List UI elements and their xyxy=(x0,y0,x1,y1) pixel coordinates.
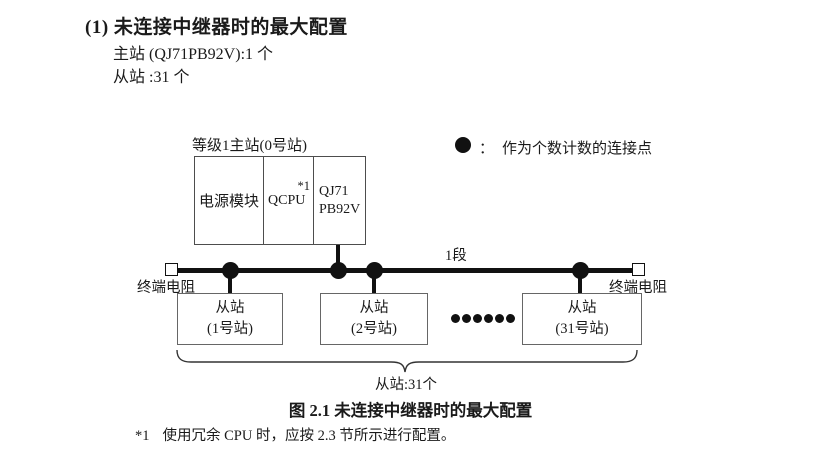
legend-label: 作为个数计数的连接点 xyxy=(502,141,653,157)
connection-point-dot xyxy=(330,262,347,279)
qcpu-cell: *1 QCPU xyxy=(263,157,314,244)
module-name-line2: PB92V xyxy=(319,201,361,217)
legend-text: ： 作为个数计数的连接点 xyxy=(479,137,652,158)
drop-line-slave1 xyxy=(228,272,232,294)
footnote: *1 使用冗余 CPU 时，应按 2.3 节所示进行配置。 xyxy=(135,424,455,445)
drop-line-master xyxy=(336,245,340,270)
slave-2-name: 从站 xyxy=(359,299,389,316)
figure-caption: 图 2.1 未连接中继器时的最大配置 xyxy=(288,401,533,420)
connection-point-dot xyxy=(366,262,383,279)
slave-station-2-box: 从站 (2号站) xyxy=(320,293,428,345)
terminating-resistor-left-label: 终端电阻 xyxy=(137,280,195,296)
qcpu-label: QCPU xyxy=(268,193,306,208)
terminating-resistor-left-square xyxy=(165,263,178,276)
master-station-box: 电源模块 *1 QCPU QJ71 PB92V xyxy=(194,156,366,245)
slave-group-brace xyxy=(176,349,638,373)
footnote-ref: *1 xyxy=(297,179,311,193)
module-name-line1: QJ71 xyxy=(319,184,349,199)
bus-line xyxy=(178,268,634,273)
slave-1-name: 从站 xyxy=(215,299,245,316)
master-count-text: 主站 (QJ71PB92V):1 个 xyxy=(113,46,274,63)
slave-group-count-label: 从站:31个 xyxy=(374,377,438,393)
slave-31-number: (31号站) xyxy=(555,321,609,337)
slave-1-number: (1号站) xyxy=(207,321,253,337)
power-module-cell: 电源模块 xyxy=(198,194,259,210)
ellipsis-dots xyxy=(451,314,515,323)
terminating-resistor-right-label: 终端电阻 xyxy=(609,280,667,296)
connection-point-legend-icon xyxy=(455,137,471,153)
terminating-resistor-right-square xyxy=(632,263,645,276)
slave-2-number: (2号站) xyxy=(351,321,397,337)
segment-label: 1段 xyxy=(445,248,467,264)
connection-point-dot xyxy=(572,262,589,279)
footnote-text: 使用冗余 CPU 时，应按 2.3 节所示进行配置。 xyxy=(162,428,456,444)
slave-31-name: 从站 xyxy=(567,299,597,316)
drop-line-slave31 xyxy=(578,272,582,294)
drop-line-slave2 xyxy=(372,272,376,294)
slave-station-1-box: 从站 (1号站) xyxy=(177,293,283,345)
footnote-marker: *1 xyxy=(135,428,150,444)
legend-separator: ： xyxy=(479,141,495,157)
slave-station-31-box: 从站 (31号站) xyxy=(522,293,642,345)
pb92v-cell: QJ71 PB92V xyxy=(314,157,365,244)
slave-count-text: 从站 :31 个 xyxy=(113,69,190,86)
connection-point-dot xyxy=(222,262,239,279)
section-title: (1) 未连接中继器时的最大配置 xyxy=(85,17,348,38)
master-station-label: 等级1主站(0号站) xyxy=(192,138,307,154)
